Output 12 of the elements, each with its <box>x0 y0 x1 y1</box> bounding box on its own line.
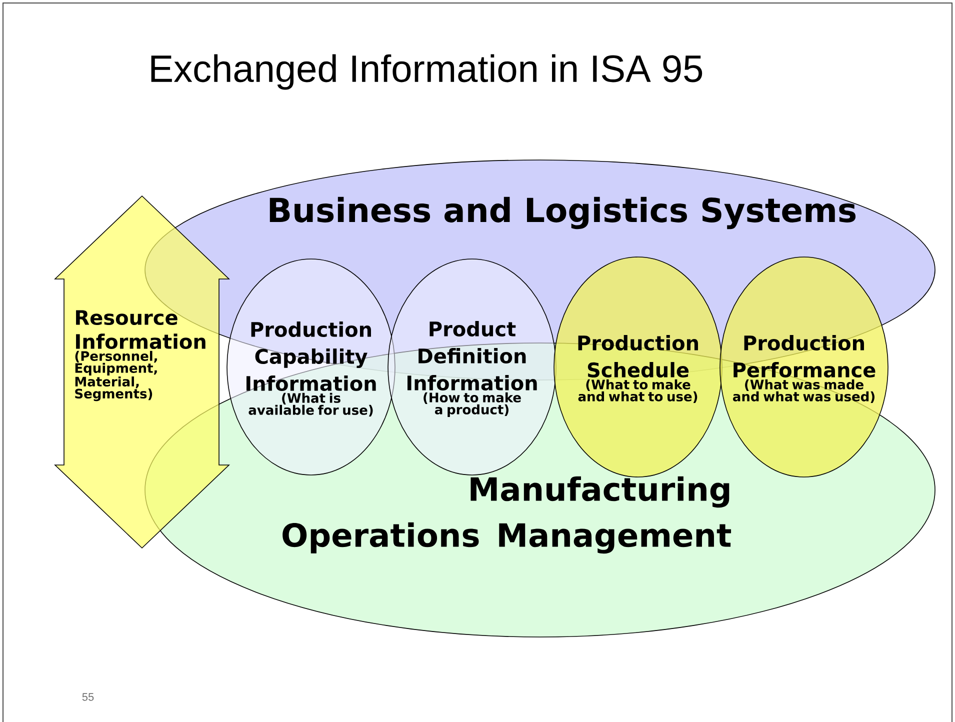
info-oval <box>720 256 888 478</box>
info-oval <box>554 256 722 478</box>
info-oval <box>388 258 556 476</box>
ellipse-label: Manufacturing Operations Management <box>282 476 732 554</box>
oval-label: Product Definition Information (How to make a product) <box>407 321 537 417</box>
oval-label: Production Capability Information (What is available for use) <box>246 322 376 416</box>
arrow-label: Resource Information (Personnel, Equipment, Material, Segments) <box>75 310 206 402</box>
slide-title: Exchanged Information in ISA 95 <box>151 54 702 90</box>
page-number: 55 <box>82 693 94 701</box>
ellipse-label: Business and Logistics Systems <box>270 196 856 230</box>
oval-label: Production Schedule (What to make and what to use) <box>578 335 698 403</box>
oval-label: Production Performance (What was made and what was used) <box>733 335 876 403</box>
